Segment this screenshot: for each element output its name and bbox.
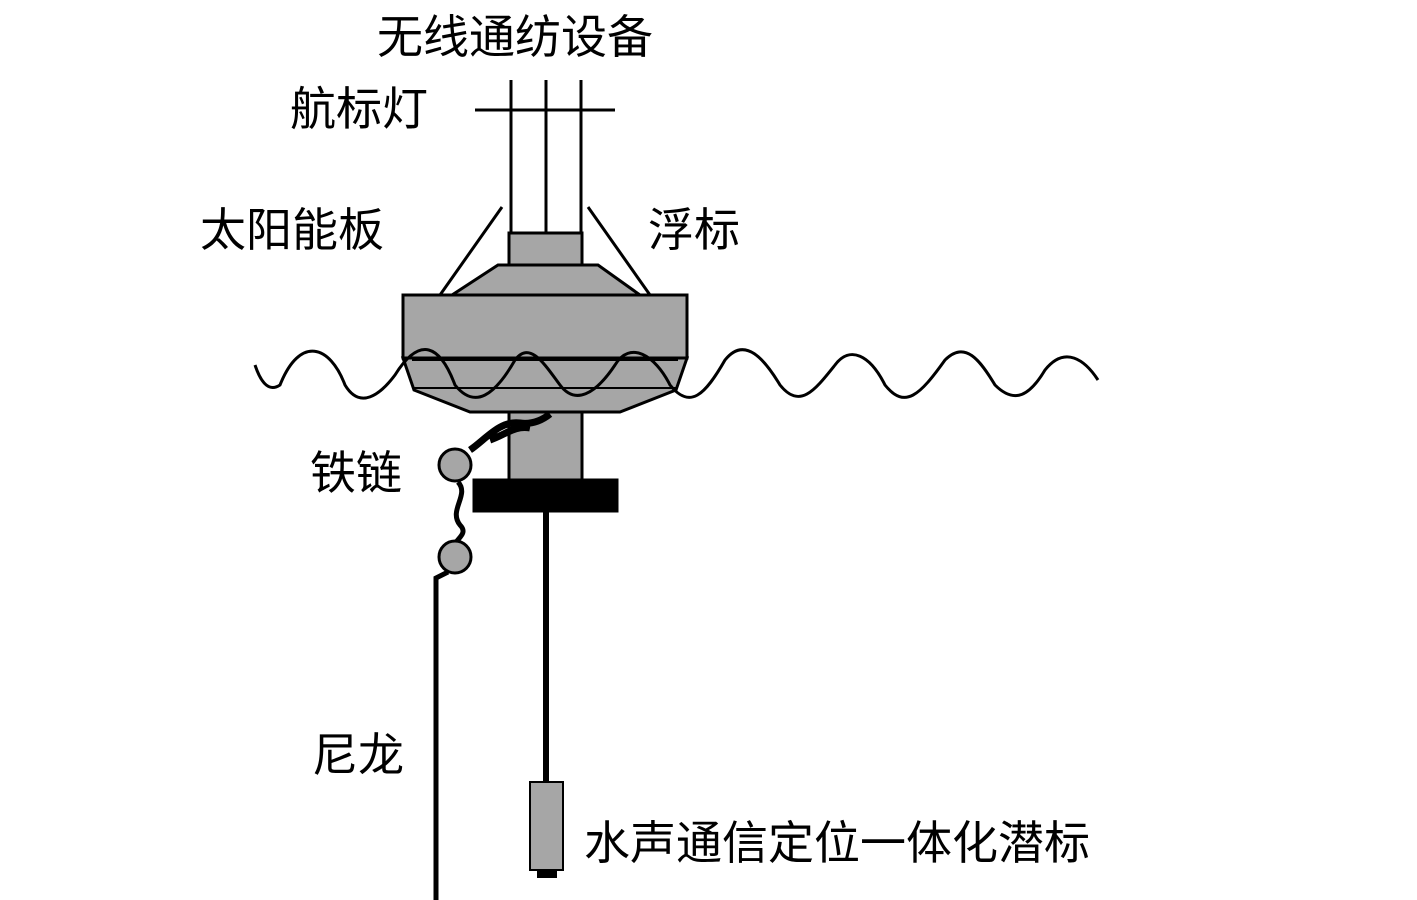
water-waves xyxy=(253,348,1100,400)
label-buoy: 浮标 xyxy=(648,203,740,257)
solar-support-left xyxy=(438,206,504,296)
chain-link-middle xyxy=(452,480,466,549)
label-radio-equipment: 无线通纺设备 xyxy=(377,10,653,64)
iron-chain xyxy=(437,411,553,575)
buoy-upper-cone xyxy=(446,263,645,297)
nylon-rope xyxy=(433,569,450,900)
label-nylon: 尼龙 xyxy=(312,728,404,782)
buoy-main-cylinder xyxy=(401,293,689,360)
mast-base xyxy=(507,231,584,267)
solar-panel-supports xyxy=(438,206,652,296)
mast xyxy=(475,80,615,235)
beacon-tip xyxy=(537,870,557,878)
chain-float-upper xyxy=(437,447,473,483)
buoy-body xyxy=(400,231,690,513)
submersible-beacon xyxy=(529,781,564,871)
chain-links-upper xyxy=(467,411,553,453)
solar-support-right xyxy=(586,206,652,296)
label-submersible-beacon: 水声通信定位一体化潜标 xyxy=(584,816,1090,870)
ballast-plate xyxy=(472,478,619,513)
chain-float-lower xyxy=(437,539,473,575)
label-navigation-light: 航标灯 xyxy=(290,82,428,136)
label-solar-panel: 太阳能板 xyxy=(200,203,384,257)
label-iron-chain: 铁链 xyxy=(310,446,402,500)
